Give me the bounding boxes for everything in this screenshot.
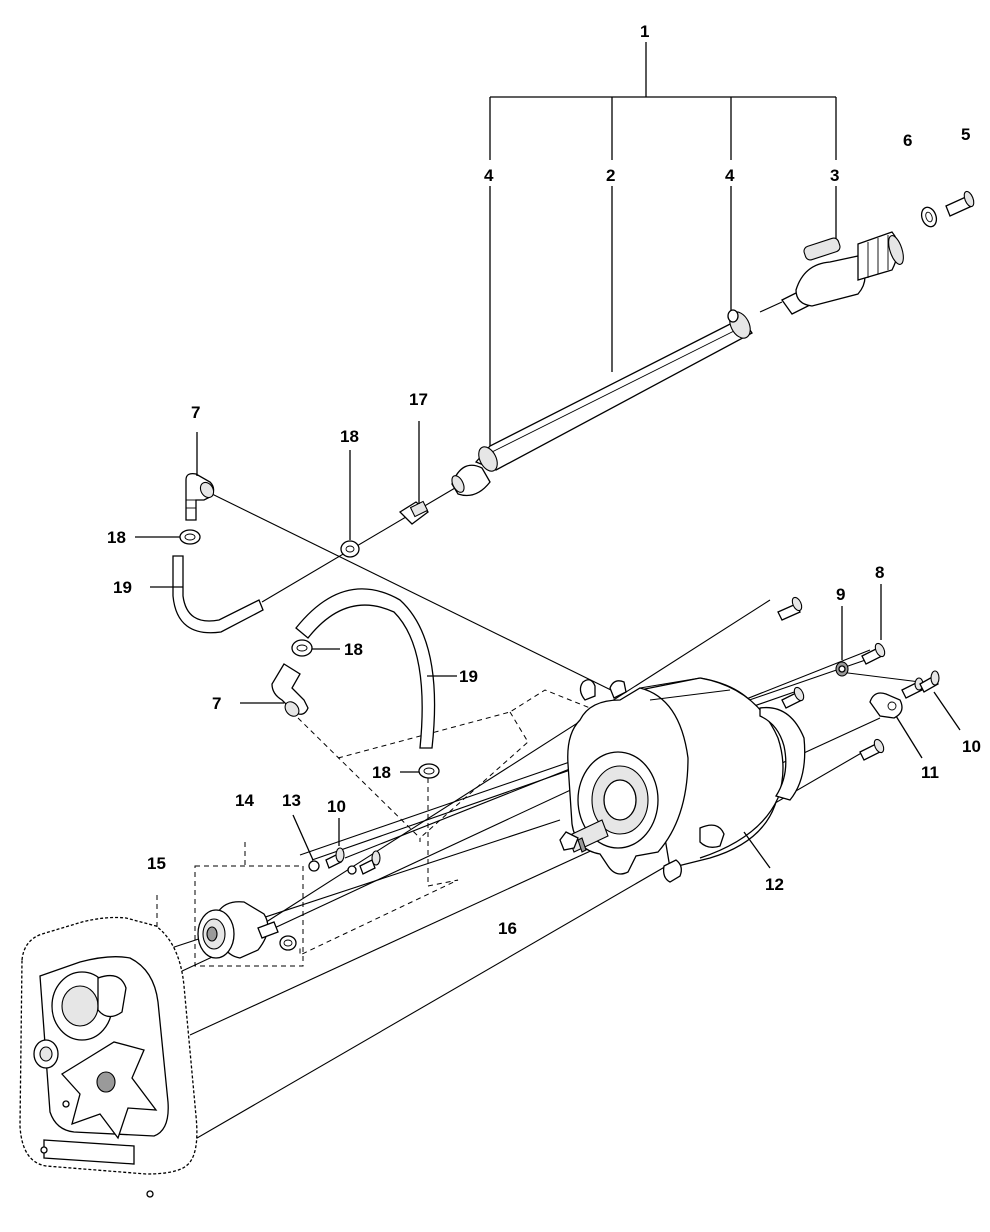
part-screw-low xyxy=(859,738,885,761)
part-screw-10-right xyxy=(901,670,940,699)
callout-label-18-left: 18 xyxy=(107,528,126,547)
callout-label-6: 6 xyxy=(903,131,912,150)
part-tube-2 xyxy=(474,317,753,471)
part-housing-15 xyxy=(19,916,198,1198)
part-washer-13 xyxy=(308,860,320,872)
part-collar-4-left xyxy=(451,446,498,497)
callout-label-7-lower: 7 xyxy=(212,694,221,713)
part-hose-19-arc xyxy=(295,588,436,749)
callout-label-19-left: 19 xyxy=(113,578,132,597)
part-washer-9 xyxy=(835,661,849,677)
callout-label-1: 1 xyxy=(640,22,649,41)
callout-label-18-upper: 18 xyxy=(340,427,359,446)
part-screw-10-left xyxy=(325,847,381,875)
callout-group-1 xyxy=(489,42,837,452)
part-clamp-18-lower xyxy=(418,763,440,779)
callout-label-8: 8 xyxy=(875,563,884,582)
part-clamp-18-upper xyxy=(340,540,360,558)
part-screw-top xyxy=(777,596,803,621)
part-collar-4-right xyxy=(727,309,751,339)
part-oring-6 xyxy=(920,206,938,228)
part-valve-3 xyxy=(781,231,904,315)
callout-label-2: 2 xyxy=(606,166,615,185)
part-clamp-18-left xyxy=(179,529,201,545)
callout-label-5: 5 xyxy=(961,125,970,144)
dashed-reference-lines xyxy=(156,689,596,967)
part-clamp-18-mid xyxy=(291,639,313,657)
callout-label-18-mid: 18 xyxy=(344,640,363,659)
callout-label-19-arc: 19 xyxy=(459,667,478,686)
assembly-axis-lines xyxy=(149,487,921,1146)
part-bracket-11 xyxy=(869,692,903,719)
callout-labels: 1 4 2 4 3 6 5 17 7 18 18 19 8 9 18 19 7 … xyxy=(107,22,981,938)
callout-label-16: 16 xyxy=(498,919,517,938)
part-elbow-7-lower xyxy=(271,663,309,717)
callout-label-4-right: 4 xyxy=(725,166,735,185)
callout-label-15: 15 xyxy=(147,854,166,873)
part-hose-19-left xyxy=(172,555,264,634)
callout-label-9: 9 xyxy=(836,585,845,604)
callout-label-14: 14 xyxy=(235,791,254,810)
callout-label-11: 11 xyxy=(921,763,939,782)
callout-label-7-upper: 7 xyxy=(191,403,200,422)
part-motor-12 xyxy=(559,677,806,883)
part-plug-5 xyxy=(945,190,975,217)
part-connector-17 xyxy=(398,500,430,525)
callout-label-3: 3 xyxy=(830,166,839,185)
callout-label-4-left: 4 xyxy=(484,166,494,185)
callout-label-17: 17 xyxy=(409,390,428,409)
part-screw-8 xyxy=(861,642,886,665)
callout-label-10-left: 10 xyxy=(327,797,346,816)
callout-label-10-right: 10 xyxy=(962,737,981,756)
part-elbow-7-upper xyxy=(185,472,215,521)
callout-label-18-lower: 18 xyxy=(372,763,391,782)
callout-label-13: 13 xyxy=(282,791,301,810)
callout-label-12: 12 xyxy=(765,875,784,894)
part-screw-mid xyxy=(781,686,805,709)
part-pulley-14 xyxy=(197,901,297,959)
